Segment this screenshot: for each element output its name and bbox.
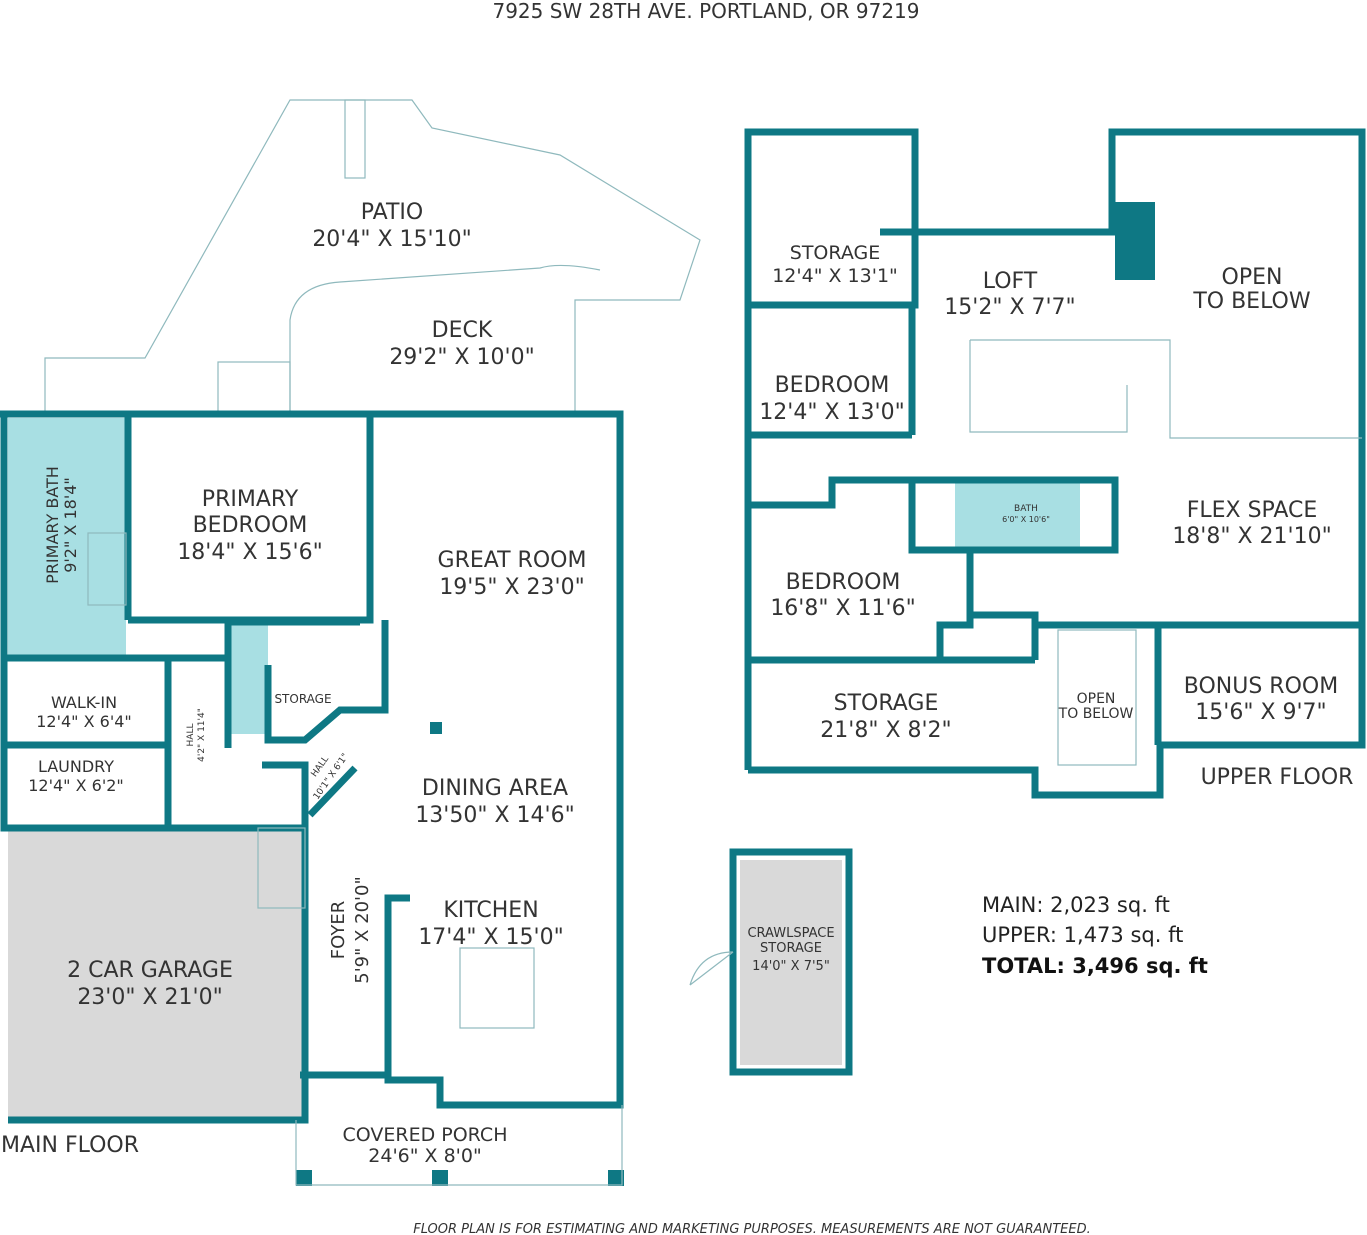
crawlspace-name-2: STORAGE (760, 941, 822, 956)
porch-dims: 24'6" X 8'0" (368, 1145, 481, 1167)
open-to-below-2-line2: TO BELOW (1058, 706, 1134, 722)
hall-name: HALL (186, 724, 196, 747)
hall-dims: 4'2" X 11'4" (197, 708, 207, 762)
upper-floor-label: UPPER FLOOR (1201, 765, 1354, 790)
crawlspace-dims: 14'0" X 7'5" (752, 959, 830, 974)
main-floor-label: MAIN FLOOR (1, 1133, 139, 1158)
garage-dims: 23'0" X 21'0" (77, 985, 222, 1010)
bedroom-1-name: BEDROOM (775, 373, 890, 398)
flex-space-name: FLEX SPACE (1187, 498, 1318, 523)
great-room-name: GREAT ROOM (438, 548, 587, 573)
primary-bath-dims: 9'2" X 18'4" (61, 477, 80, 573)
great-room-dims: 19'5" X 23'0" (439, 575, 584, 600)
crawlspace-name-1: CRAWLSPACE (747, 926, 834, 941)
bedroom-2-dims: 16'8" X 11'6" (770, 596, 915, 621)
bedroom-1-dims: 12'4" X 13'0" (759, 400, 904, 425)
property-address: 7925 SW 28TH AVE. PORTLAND, OR 97219 (492, 0, 919, 23)
bath-name: BATH (1014, 504, 1038, 514)
area-main: MAIN: 2,023 sq. ft (982, 893, 1170, 917)
storage-name: STORAGE (274, 692, 331, 706)
loft-dims: 15'2" X 7'7" (944, 295, 1075, 320)
area-total: TOTAL: 3,496 sq. ft (982, 954, 1208, 978)
deck-name: DECK (432, 318, 493, 343)
primary-bedroom-name-1: PRIMARY (202, 487, 299, 512)
bonus-room-dims: 15'6" X 9'7" (1195, 700, 1326, 725)
storage-1-name: STORAGE (790, 242, 880, 264)
loft-name: LOFT (983, 269, 1038, 294)
primary-bath-fill (8, 418, 126, 658)
kitchen-dims: 17'4" X 15'0" (418, 925, 563, 950)
primary-bedroom-name-2: BEDROOM (193, 513, 308, 538)
disclaimer: FLOOR PLAN IS FOR ESTIMATING AND MARKETI… (413, 1222, 1091, 1235)
open-to-below-2-line1: OPEN (1077, 691, 1116, 707)
patio-deck-outline (44, 99, 701, 413)
area-upper: UPPER: 1,473 sq. ft (982, 923, 1183, 947)
upper-floor (744, 128, 1366, 799)
foyer-dims: 5'9" X 20'0" (352, 876, 373, 984)
dining-area-name: DINING AREA (422, 776, 568, 801)
open-to-below-1-line1: OPEN (1222, 265, 1283, 290)
walk-in-name: WALK-IN (51, 693, 117, 712)
open-to-below-1-line2: TO BELOW (1192, 289, 1311, 314)
kitchen-name: KITCHEN (443, 898, 538, 923)
laundry-name: LAUNDRY (38, 757, 114, 776)
storage-1-dims: 12'4" X 13'1" (772, 265, 898, 287)
garage-fill (8, 830, 305, 1120)
dining-area-dims: 13'50" X 14'6" (415, 803, 574, 828)
patio-dims: 20'4" X 15'10" (312, 227, 471, 252)
half-bath-fill (228, 622, 268, 734)
garage-name: 2 CAR GARAGE (67, 958, 233, 983)
patio-name: PATIO (361, 200, 423, 225)
crawlspace (689, 848, 853, 1076)
upper-bath-fill (955, 482, 1080, 548)
bonus-room-name: BONUS ROOM (1184, 674, 1338, 699)
primary-bedroom-dims: 18'4" X 15'6" (177, 540, 322, 565)
main-floor (0, 410, 624, 1186)
foyer-name: FOYER (328, 901, 349, 959)
laundry-dims: 12'4" X 6'2" (28, 776, 124, 795)
walk-in-dims: 12'4" X 6'4" (36, 712, 132, 731)
deck-dims: 29'2" X 10'0" (389, 345, 534, 370)
bath-dims: 6'0" X 10'6" (1002, 515, 1050, 524)
porch-name: COVERED PORCH (343, 1124, 508, 1146)
flex-space-dims: 18'8" X 21'10" (1172, 524, 1331, 549)
bedroom-2-name: BEDROOM (786, 570, 901, 595)
storage-2-name: STORAGE (834, 691, 939, 716)
primary-bath-name: PRIMARY BATH (43, 466, 62, 584)
storage-2-dims: 21'8" X 8'2" (820, 718, 951, 743)
